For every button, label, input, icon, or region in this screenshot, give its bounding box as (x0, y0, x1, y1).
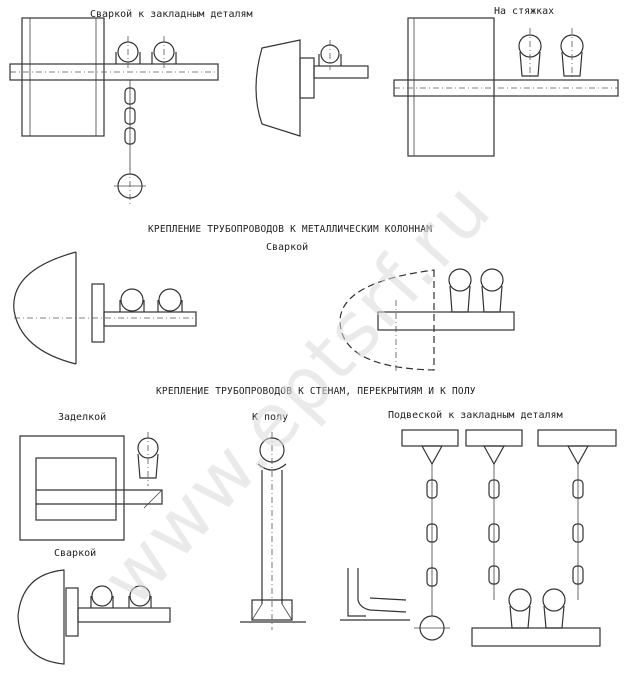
label-weld-2: Сваркой (54, 547, 96, 559)
fig-weld-wall-2 (17, 569, 171, 665)
heading-walls-floors: КРЕПЛЕНИЕ ТРУБОПРОВОДОВ К СТЕНАМ, ПЕРЕКР… (156, 386, 476, 397)
heading-metal-columns: КРЕПЛЕНИЕ ТРУБОПРОВОДОВ К МЕТАЛЛИЧЕСКИМ … (148, 224, 432, 235)
fig-weld-embedded-column (9, 17, 219, 206)
label-weld-embedded: Сваркой к закладным деталям (90, 8, 253, 20)
fig-weld-column-1 (13, 251, 197, 365)
fig-embedding-wall (19, 432, 163, 541)
fig-suspension (401, 429, 617, 647)
fig-weld-column-2 (339, 268, 515, 372)
label-to-floor: К полу (252, 412, 288, 423)
label-embedding: Заделкой (58, 411, 106, 423)
fig-ties-column (393, 17, 619, 157)
fig-to-floor (240, 432, 306, 630)
fig-weld-wall (255, 39, 369, 137)
label-weld-1: Сваркой (266, 241, 308, 253)
fig-elbow-support (340, 568, 410, 621)
label-ties: На стяжках (494, 6, 554, 17)
label-suspension: Подвеской к закладным деталям (388, 409, 563, 421)
